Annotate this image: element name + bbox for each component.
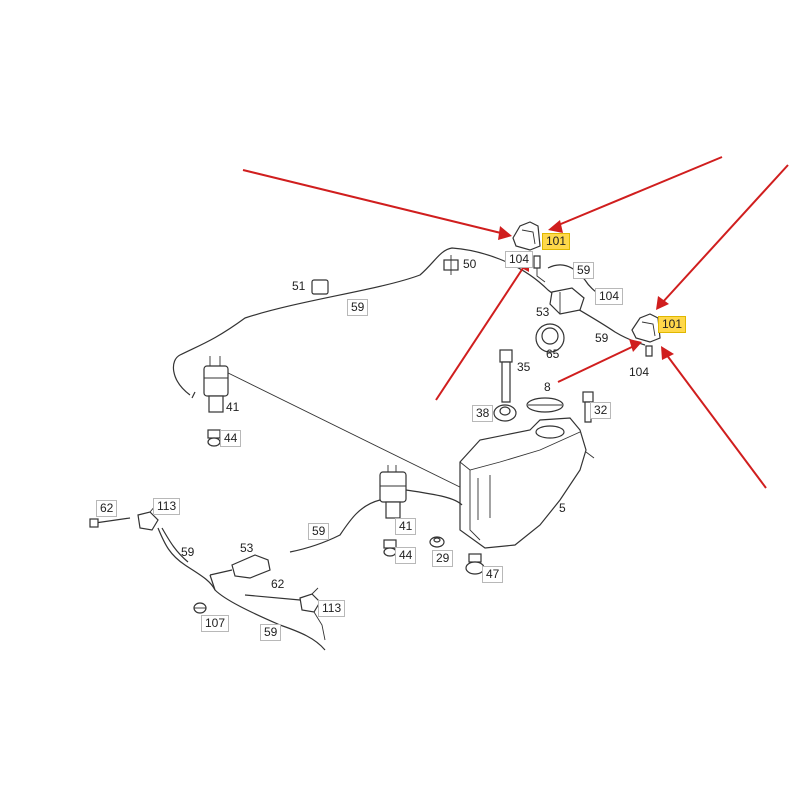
callout-29: 29: [432, 550, 454, 567]
callout-113-left: 113: [153, 498, 181, 515]
hose-upper: [172, 247, 646, 396]
washer-nozzle-right: [631, 313, 661, 357]
callout-5: 5: [559, 501, 566, 515]
callout-104-mid: 104: [595, 288, 624, 305]
part-65: [535, 323, 565, 353]
callout-53-upper: 53: [536, 305, 550, 319]
callout-59-bottom: 59: [260, 624, 282, 641]
arrow-4: [661, 164, 789, 304]
callout-38: 38: [472, 405, 494, 422]
arrow-6: [665, 353, 767, 489]
callout-104-left: 104: [505, 251, 534, 268]
callout-32: 32: [590, 402, 612, 419]
callout-44-lower: 44: [395, 547, 417, 564]
callout-50: 50: [463, 257, 477, 271]
arrow-2: [555, 156, 723, 227]
grommet-44-upper: [207, 429, 221, 447]
callout-35: 35: [517, 360, 531, 374]
callout-47: 47: [482, 566, 504, 583]
callout-65: 65: [546, 347, 560, 361]
part-32: [582, 391, 594, 423]
callout-104-right: 104: [629, 365, 650, 379]
cap-8: [526, 397, 564, 413]
callout-44-upper: 44: [220, 430, 242, 447]
callout-59-mid: 59: [595, 331, 609, 345]
clip-107: [193, 602, 207, 614]
part-51: [311, 279, 329, 295]
reservoir-5: [459, 417, 595, 549]
washer-nozzle-left: [512, 221, 546, 283]
connector-113-right: [299, 587, 326, 641]
valve-53-upper: [549, 287, 585, 315]
grommet-29: [429, 536, 445, 548]
sensor-35: [499, 349, 513, 403]
seal-38: [493, 404, 517, 422]
callout-8: 8: [544, 380, 551, 394]
callout-62-lower: 62: [271, 577, 285, 591]
callout-41-upper: 41: [226, 400, 240, 414]
valve-53-lower: [231, 554, 271, 579]
arrow-5: [557, 345, 635, 383]
callout-113-lower: 113: [318, 600, 346, 617]
red-arrows: [242, 156, 789, 489]
callout-59-upper: 59: [347, 299, 369, 316]
connector-50: [443, 255, 459, 275]
connector-113-left: [137, 504, 159, 531]
callout-62-left: 62: [96, 500, 118, 517]
callout-101-right: 101: [658, 316, 687, 333]
pump-41-lower: [379, 465, 407, 519]
callout-101-left: 101: [542, 233, 571, 250]
arrow-3: [435, 264, 526, 401]
callout-59-lower: 59: [308, 523, 330, 540]
arrow-1: [242, 169, 506, 235]
link-line: [217, 367, 471, 493]
callout-59-upper-right: 59: [573, 262, 595, 279]
callout-107: 107: [201, 615, 230, 632]
callout-41-lower: 41: [395, 518, 417, 535]
callout-51: 51: [292, 279, 306, 293]
callout-59-left: 59: [181, 545, 195, 559]
pump-41-upper: [203, 356, 229, 413]
callout-53-lower: 53: [240, 541, 254, 555]
